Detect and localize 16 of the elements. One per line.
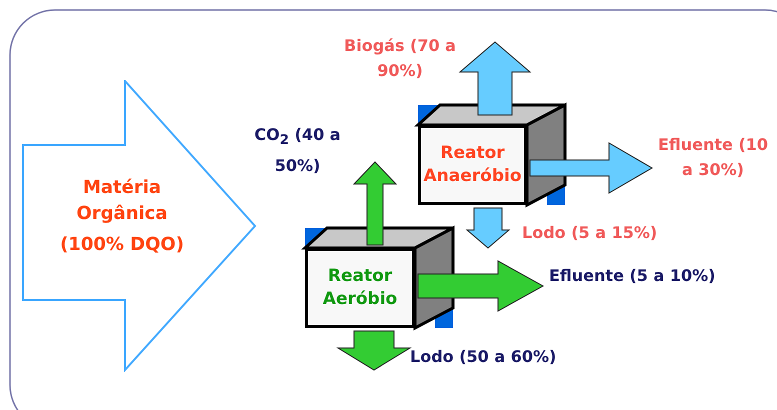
node-label: Matéria Orgânica	[75, 176, 168, 226]
block-arrow	[466, 208, 510, 249]
output-label: Lodo (5 a 15%)	[522, 220, 702, 245]
output-label: Efluente (5 a 10%)	[549, 263, 769, 288]
block-arrow	[530, 142, 653, 194]
reactor-box: Reator Anaeróbio	[418, 125, 527, 205]
output-label: Biogás (70 a 90%)	[335, 33, 465, 83]
output-label: Efluente (10 a 30%)	[652, 132, 774, 182]
node-label: (100% DQO)	[59, 233, 185, 257]
block-arrow	[458, 41, 532, 116]
block-arrow	[336, 330, 412, 371]
reactor-box: Reator Aeróbio	[305, 248, 415, 328]
output-label: Lodo (50 a 60%)	[410, 344, 610, 369]
block-arrow	[418, 260, 544, 312]
block-arrow	[352, 161, 398, 246]
output-label: CO$_{2}$ (40 a 50%)	[240, 122, 355, 178]
